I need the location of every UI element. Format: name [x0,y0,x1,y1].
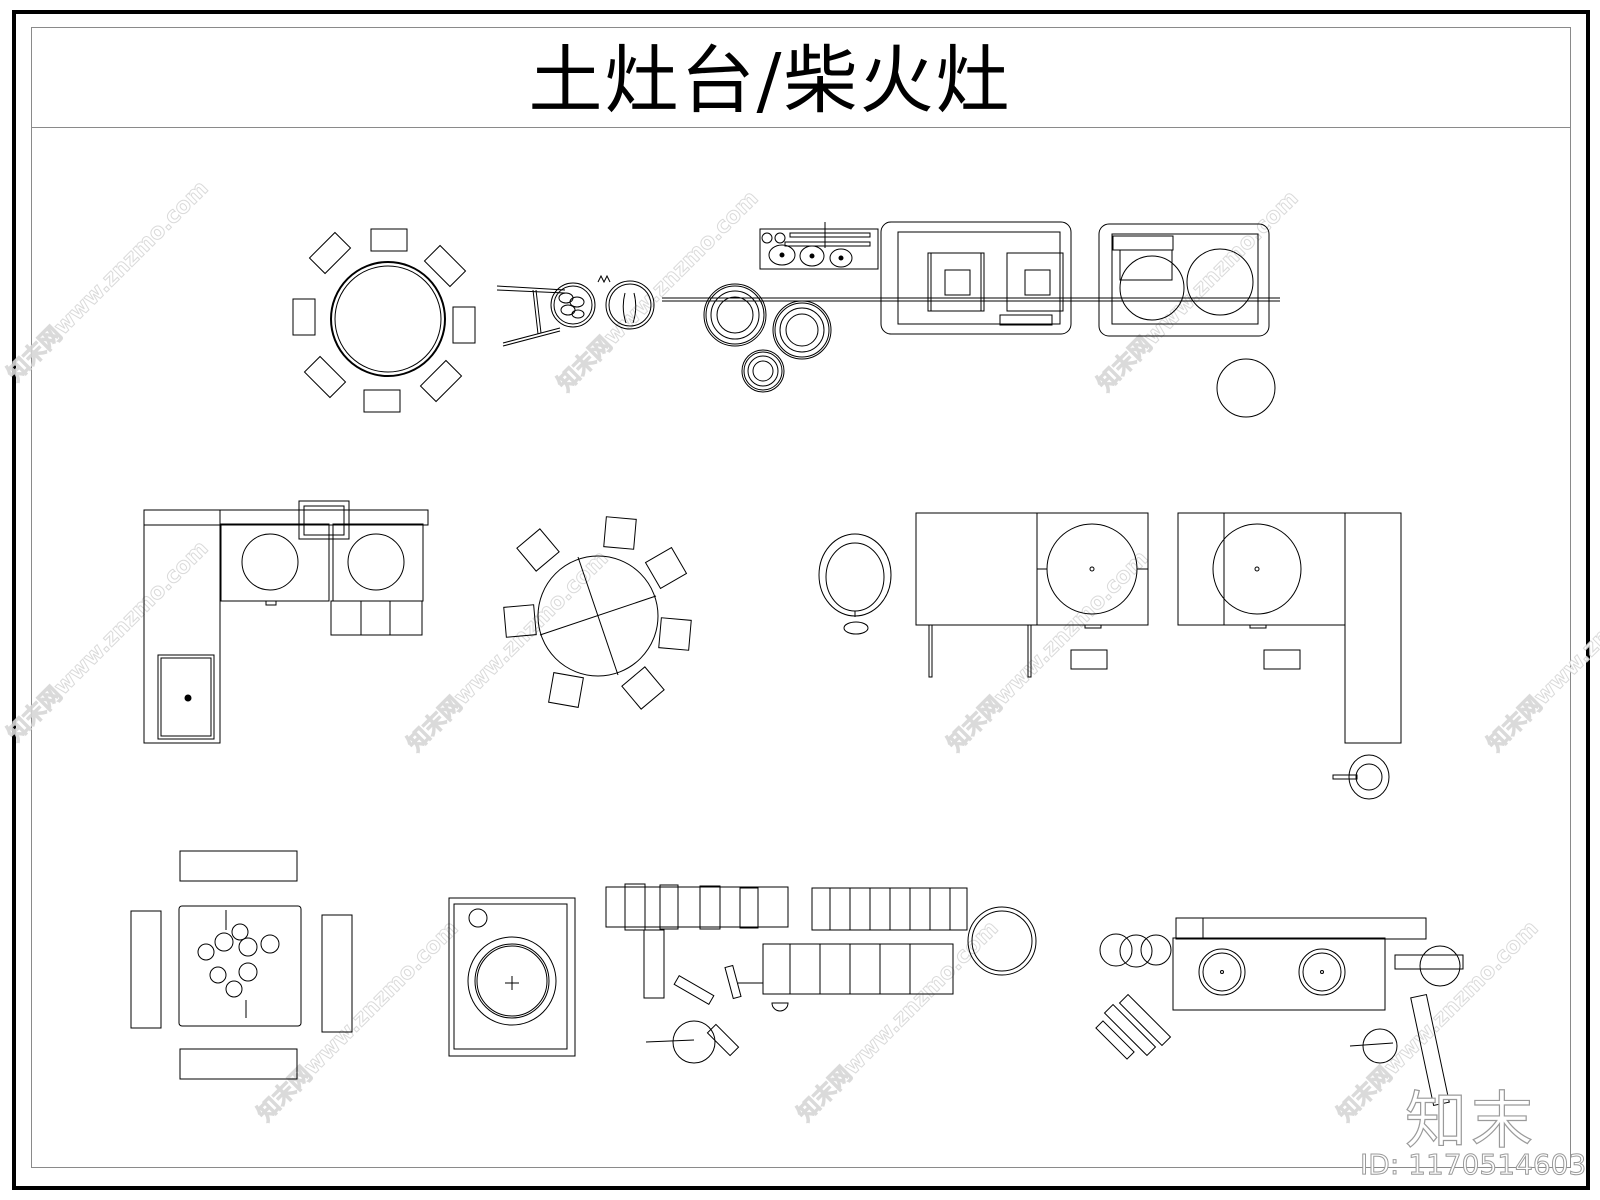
bucket-with-ladle [1332,754,1390,800]
round-table-7-chairs [503,516,692,710]
round-dining-table-8-seats [292,228,476,413]
watermark-id: ID: 1170514603 [1359,1148,1587,1182]
l-shaped-double-wok-stove [143,500,429,744]
square-table-4-benches [130,850,353,1080]
firewood-stack [605,883,1037,1064]
earthen-stove-long-counter [880,221,1270,337]
round-mirror-stool [818,533,892,635]
round-stools-cluster [703,283,832,393]
double-wok-stove-with-firewood [1095,917,1464,1107]
drawing-outer-frame [12,10,1590,1190]
single-wok-square-stove [448,897,576,1057]
drawing-inner-frame [31,27,1571,1168]
title-divider [31,127,1570,128]
wheelbarrow-with-baskets [496,274,655,347]
round-stool [1216,358,1276,418]
three-burner-stove-plan [759,222,879,270]
watermark-brand: 知末 [1404,1083,1538,1157]
single-wok-stove-left [915,512,1149,678]
page-title: 土灶台/柴火灶 [528,38,1012,124]
single-wok-stove-l-shaped [1177,512,1402,744]
